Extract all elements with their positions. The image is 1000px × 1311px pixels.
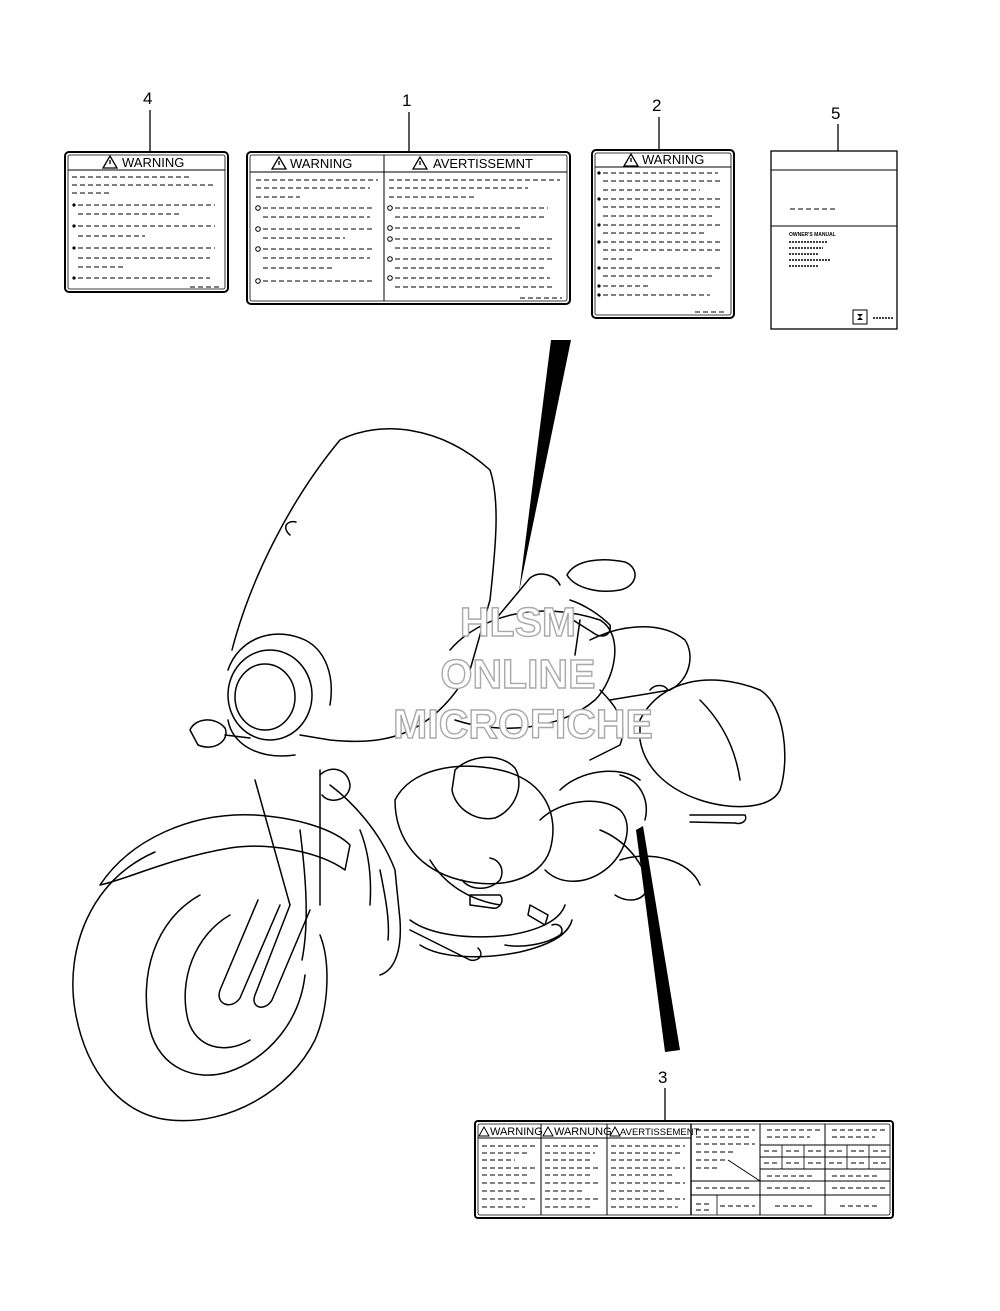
label-2: 2 WARNING (591, 96, 735, 319)
watermark-line-3: MICROFICHE (393, 701, 653, 747)
label-1: 1 WARNING AVERTISSEMNT (246, 91, 571, 305)
warning-triangle-icon (478, 1125, 490, 1137)
callout-2: 2 (652, 96, 661, 115)
watermark-line-1: HLSM (460, 599, 576, 645)
label-1-heading-fr: AVERTISSEMNT (433, 156, 533, 171)
label-3-heading-fr: AVERTISSEMENT (620, 1127, 700, 1138)
callout-4: 4 (143, 89, 152, 108)
owners-manual-title: OWNER'S MANUAL (789, 232, 836, 238)
warning-triangle-icon (270, 155, 288, 170)
warning-triangle-icon (101, 154, 119, 169)
label-4-heading: WARNING (122, 155, 184, 170)
label-3: 3 WARNING WARNUNG AVERTISSEMENT (474, 1068, 894, 1219)
label-2-heading: WARNING (642, 152, 704, 167)
pointer-wedge-lower (636, 826, 680, 1052)
label-4: 4 WARNING (64, 89, 229, 293)
motorcycle-illustration (72, 428, 786, 1122)
owners-manual-5: 5 OWNER'S MANUAL (770, 104, 898, 330)
label-3-heading-en: WARNING (490, 1126, 543, 1138)
label-1-heading-en: WARNING (290, 156, 352, 171)
label-3-heading-de: WARNUNG (554, 1126, 612, 1138)
pointer-wedge-upper (519, 340, 571, 592)
callout-5: 5 (831, 104, 840, 123)
manufacturer-logo-icon (857, 314, 863, 320)
warning-triangle-icon (542, 1125, 554, 1137)
callout-3: 3 (658, 1068, 667, 1087)
watermark: HLSM ONLINE MICROFICHE (392, 598, 653, 747)
warning-triangle-icon (609, 1125, 621, 1137)
watermark-line-2: ONLINE (441, 651, 596, 697)
warning-triangle-icon (622, 152, 640, 167)
callout-1: 1 (402, 91, 411, 110)
warning-triangle-icon (411, 155, 429, 170)
